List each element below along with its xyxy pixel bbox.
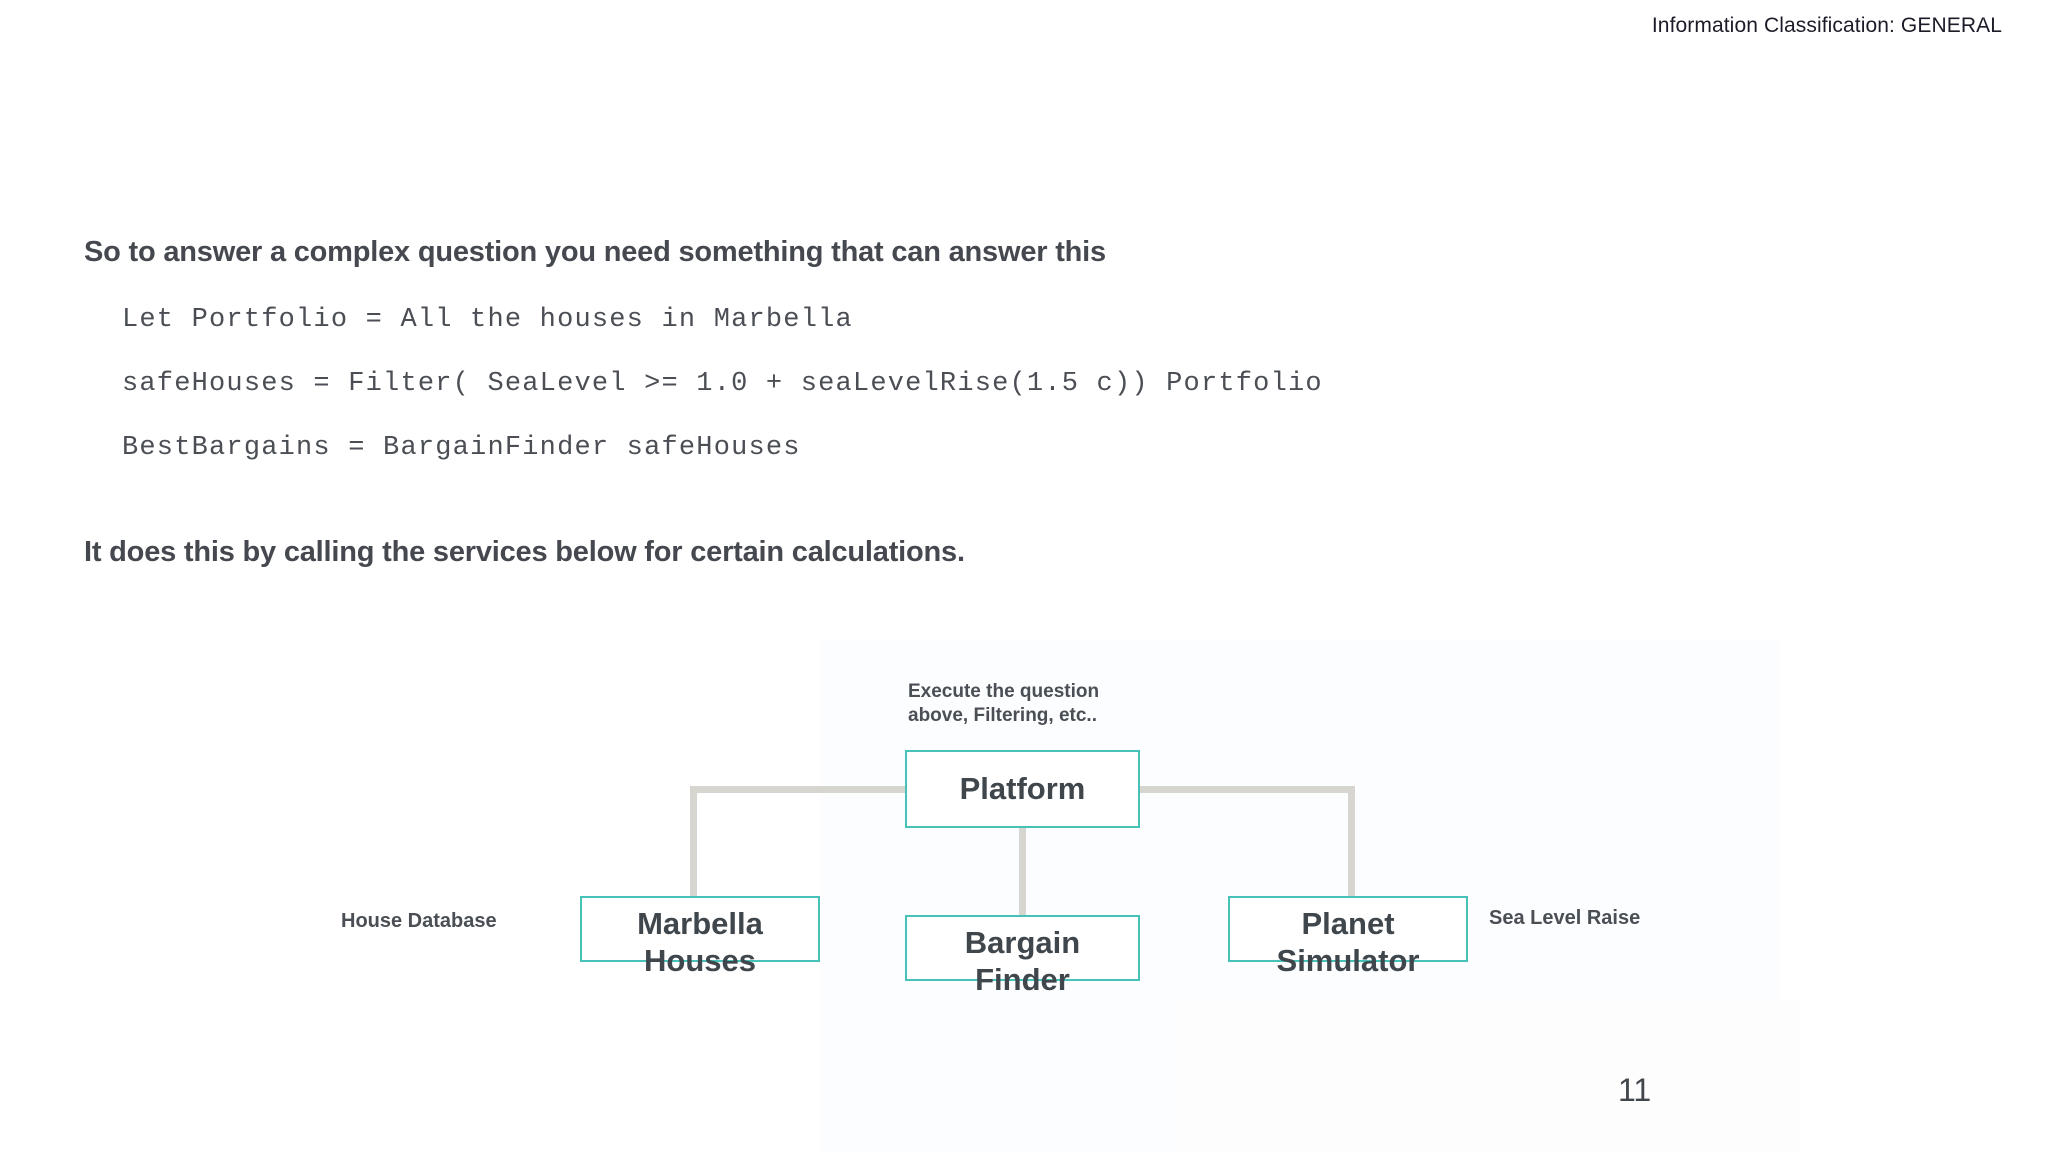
code-line-2: safeHouses = Filter( SeaLevel >= 1.0 + s…	[122, 369, 1323, 399]
connector-platform-to-marbella-vertical	[690, 786, 697, 900]
node-bargain-finder[interactable]: Bargain Finder	[905, 915, 1140, 997]
connector-platform-to-marbella-horizontal	[690, 786, 908, 793]
code-line-3: BestBargains = BargainFinder safeHouses	[122, 433, 801, 463]
label-house-database: House Database	[341, 910, 497, 932]
connector-platform-to-bargain-vertical	[1019, 826, 1026, 918]
node-platform-label: Platform	[959, 770, 1086, 806]
node-marbella-houses-label: Marbella Houses	[637, 906, 763, 978]
service-architecture-diagram: Execute the question above, Filtering, e…	[0, 620, 2048, 1080]
code-line-1: Let Portfolio = All the houses in Marbel…	[122, 305, 853, 335]
information-classification-label: Information Classification: GENERAL	[1651, 14, 2002, 37]
annotation-platform-description: Execute the question above, Filtering, e…	[908, 681, 1100, 727]
page-heading-secondary: It does this by calling the services bel…	[84, 536, 965, 568]
page-heading-primary: So to answer a complex question you need…	[84, 236, 1106, 268]
node-bargain-finder-label: Bargain Finder	[964, 925, 1081, 997]
slide-number: 11	[1618, 1072, 1652, 1108]
node-marbella-houses[interactable]: Marbella Houses	[580, 896, 820, 978]
node-planet-simulator[interactable]: Planet Simulator	[1228, 896, 1468, 978]
connector-platform-to-planet-horizontal	[1137, 786, 1355, 793]
node-platform[interactable]: Platform	[905, 750, 1140, 828]
connector-platform-to-planet-vertical	[1348, 786, 1355, 900]
label-sea-level-raise: Sea Level Raise	[1489, 907, 1641, 929]
node-planet-simulator-label: Planet Simulator	[1276, 906, 1420, 978]
